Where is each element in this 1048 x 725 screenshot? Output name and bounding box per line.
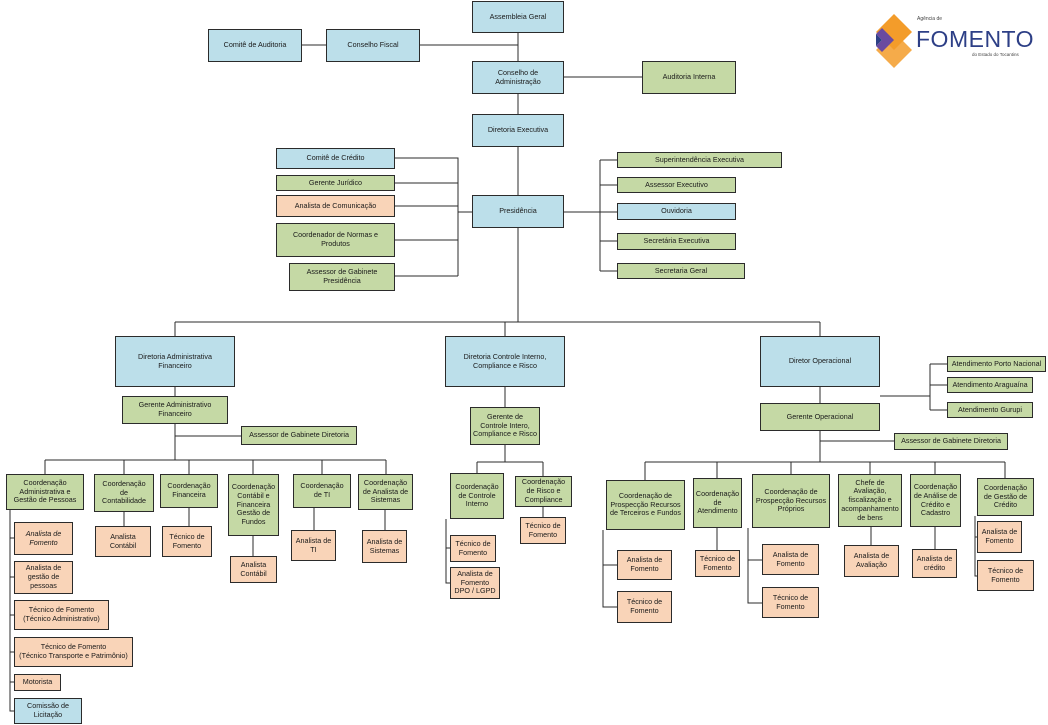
org-box-p-tecnico-fomento-ci: Técnico de Fomento — [450, 535, 496, 562]
org-box-coord-atendimento: Coordenação de Atendimento — [693, 478, 742, 528]
org-box-diretoria-executiva: Diretoria Executiva — [472, 114, 564, 147]
org-box-coord-gestao-credito: Coordenação de Gestão de Crédito — [977, 478, 1034, 516]
org-box-p-tecnico-fomento-atend: Técnico de Fomento — [695, 550, 740, 577]
org-box-conselho-admin: Conselho de Administração — [472, 61, 564, 94]
org-box-superintendencia: Superintendência Executiva — [617, 152, 782, 168]
org-box-p-analista-sistemas: Analista de Sistemas — [362, 530, 407, 563]
org-box-coord-risco: Coordenação de Risco e Compliance — [515, 476, 572, 507]
org-box-p-motorista: Motorista — [14, 674, 61, 691]
org-box-coord-contabilidade: Coordenação de Contabilidade — [94, 474, 154, 512]
org-box-coord-ti: Coordenação de TI — [293, 474, 351, 508]
org-box-p-analista-contabil-2: Analista Contábil — [230, 556, 277, 583]
org-box-comite-auditoria: Comitê de Auditoria — [208, 29, 302, 62]
org-box-p-tecnico-transporte: Técnico de Fomento (Técnico Transporte e… — [14, 637, 133, 667]
logo-small-text: Agência de — [917, 16, 943, 22]
connector-line — [445, 519, 450, 584]
org-box-p-tecnico-fomento-prop: Técnico de Fomento — [762, 587, 819, 618]
org-box-p-analista-fomento-gest: Analista de Fomento — [977, 521, 1022, 553]
org-box-coord-prosp-terceiros: Coordenação de Prospecção Recursos de Te… — [606, 480, 685, 530]
org-box-coord-analise-credito: Coordenação de Análise de Crédito e Cada… — [910, 474, 961, 527]
org-box-comite-credito: Comitê de Crédito — [276, 148, 395, 169]
org-box-gerente-controle: Gerente de Controle Intero, Compliance e… — [470, 407, 540, 445]
org-box-gerente-adm: Gerente Administrativo Financeiro — [122, 396, 228, 424]
org-box-assembleia: Assembleia Geral — [472, 1, 564, 33]
logo-mark-icon — [876, 14, 912, 68]
org-box-presidencia: Presidência — [472, 195, 564, 228]
org-box-coord-analista-sist: Coordenação de Analista de Sistemas — [358, 474, 413, 510]
org-box-p-analista-fomento-terc: Analista de Fomento — [617, 550, 672, 580]
org-box-secretaria-executiva: Secretária Executiva — [617, 233, 736, 250]
org-box-p-analista-gestao-pessoas: Analista de gestão de pessoas — [14, 561, 73, 594]
connector-line — [395, 157, 459, 276]
org-box-coord-normas: Coordenador de Normas e Produtos — [276, 223, 395, 257]
logo-main-text: FOMENTO — [916, 26, 1035, 52]
org-box-atend-araguaina: Atendimento Araguaína — [947, 377, 1033, 393]
org-box-p-tecnico-fomento-fin: Técnico de Fomento — [162, 526, 212, 557]
org-box-coord-prosp-proprios: Coordenação de Prospecção Recursos Própr… — [752, 474, 830, 528]
org-box-assessor-gab-pres: Assessor de Gabinete Presidência — [289, 263, 395, 291]
org-box-conselho-fiscal: Conselho Fiscal — [326, 29, 420, 62]
org-box-gerente-juridico: Gerente Jurídico — [276, 175, 395, 191]
org-box-gerente-operacional: Gerente Operacional — [760, 403, 880, 431]
org-box-p-tecnico-adm: Técnico de Fomento (Técnico Administrati… — [14, 600, 109, 630]
org-box-p-analista-fomento-prop: Analista de Fomento — [762, 544, 819, 575]
org-box-chefe-avaliacao: Chefe de Avaliação, fiscalização e acomp… — [838, 474, 902, 527]
org-box-p-tecnico-fomento-terc: Técnico de Fomento — [617, 591, 672, 623]
org-box-coord-financeira: Coordenação Financeira — [160, 474, 218, 508]
org-box-p-analista-avaliacao: Analista de Avaliação — [844, 545, 899, 577]
org-box-secretaria-geral: Secretaria Geral — [617, 263, 745, 279]
org-box-ouvidoria: Ouvidoria — [617, 203, 736, 220]
logo — [872, 12, 1037, 70]
org-box-dir-adm: Diretoria Administrativa Financeiro — [115, 336, 235, 387]
org-box-coord-contabil-fin: Coordenação Contábil e Financeira Gestão… — [228, 474, 279, 536]
connector-line — [974, 516, 977, 577]
org-box-dir-controle: Diretoria Controle Interno, Compliance e… — [445, 336, 565, 387]
org-box-assessor-gab-dir2: Assessor de Gabinete Diretoria — [894, 433, 1008, 450]
org-box-p-analista-dpo: Analista de Fomento DPO / LGPD — [450, 567, 500, 599]
logo-sub-text: do Estado do Tocantins — [972, 52, 1019, 57]
org-box-assessor-executivo: Assessor Executivo — [617, 177, 736, 193]
org-box-atend-porto: Atendimento Porto Nacional — [947, 356, 1046, 372]
org-box-p-tecnico-fomento-risco: Técnico de Fomento — [520, 517, 566, 544]
org-box-auditoria-interna: Auditoria Interna — [642, 61, 736, 94]
connector-line — [747, 528, 762, 604]
org-box-analista-comunicacao: Analista de Comunicação — [276, 195, 395, 217]
org-box-coord-adm-pessoas: Coordenação Administrativa e Gestão de P… — [6, 474, 84, 510]
org-box-dir-operacional: Diretor Operacional — [760, 336, 880, 387]
org-box-p-analista-ti: Analista de TI — [291, 530, 336, 561]
org-box-p-analista-fomento-1: Analista de Fomento — [14, 522, 73, 555]
org-box-coord-controle-interno: Coordenação de Controle Interno — [450, 473, 504, 519]
org-box-p-analista-credito: Analista de crédito — [912, 549, 957, 578]
org-box-p-analista-contabil-1: Analista Contábil — [95, 526, 151, 557]
connector-line — [602, 530, 617, 608]
org-box-atend-gurupi: Atendimento Gurupi — [947, 402, 1033, 418]
org-box-p-tecnico-fomento-gest: Técnico de Fomento — [977, 560, 1034, 591]
org-box-assessor-gab-dir1: Assessor de Gabinete Diretoria — [241, 426, 357, 445]
org-box-b-comissao-licitacao: Comissão de Licitação — [14, 698, 82, 724]
